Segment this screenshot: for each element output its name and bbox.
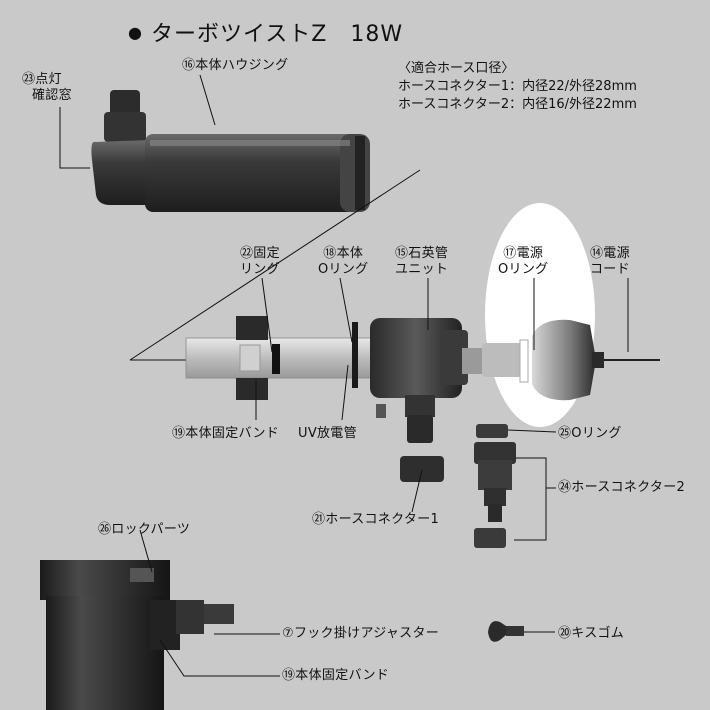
suction-cup-drawing <box>488 621 524 642</box>
label-lamp-window: ㉓点灯 確認窓 <box>22 72 72 103</box>
label-lock-parts: ㉖ロックパーツ <box>98 522 191 537</box>
bullet-icon: ● <box>128 23 143 42</box>
label-housing: ⑯本体ハウジング <box>182 58 289 73</box>
label-fixing-band-2: ⑲本体固定バンド <box>282 668 390 683</box>
small-parts-drawing <box>400 424 516 548</box>
label-power-cord: ⑭電源 コード <box>590 246 630 277</box>
label-quartz-unit: ⑮石英管 ユニット <box>395 246 449 277</box>
label-suction-cup: ⑳キスゴム <box>558 626 625 641</box>
label-fixing-band-1: ⑲本体固定バンド <box>172 426 280 441</box>
label-body-oring: ⑱本体 Oリング <box>318 246 369 277</box>
quartz-assembly-drawing <box>185 316 660 443</box>
guide-line-1 <box>129 169 421 361</box>
spec-line-2: ホースコネクター2：内径16/外径22mm <box>398 97 637 112</box>
spec-heading: 〈適合ホース口径〉 <box>398 61 515 76</box>
leader-lines <box>59 74 629 677</box>
label-power-oring: ⑰電源 Oリング <box>498 246 549 277</box>
label-fixing-ring: ㉒固定 リング <box>240 246 280 277</box>
label-hook-adjuster: ⑦フック掛けアジャスター <box>282 626 440 641</box>
lock-parts-drawing <box>40 560 234 710</box>
page-title: ●ターボツイストZ 18W <box>128 22 404 47</box>
label-hose-connector-2: ㉔ホースコネクター2 <box>558 480 686 495</box>
label-oring: ㉕Oリング <box>558 426 622 441</box>
hose-spec: 〈適合ホース口径〉 ホースコネクター1：内径22/外径28mm ホースコネクター… <box>398 60 637 114</box>
housing-drawing <box>91 90 370 212</box>
label-hose-connector-1: ㉑ホースコネクター1 <box>312 512 440 527</box>
spec-line-1: ホースコネクター1：内径22/外径28mm <box>398 79 637 94</box>
label-uv-tube: UV放電管 <box>298 426 357 441</box>
